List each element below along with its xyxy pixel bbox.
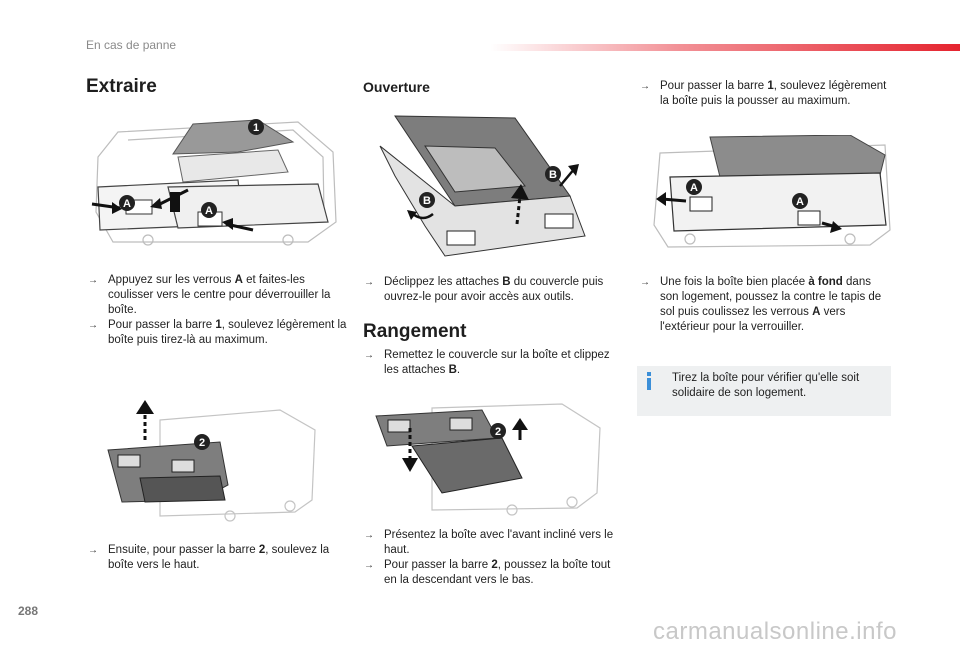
page-number: 288 xyxy=(18,604,39,618)
instructions-extraire: → Appuyez sur les verrous A et faites-les… xyxy=(88,273,348,348)
instructions-col3: → Pour passer la barre 1, soulevez légère… xyxy=(640,79,890,109)
lock-label-a-right-2: A xyxy=(796,196,804,208)
illustration-verrouillage: A A xyxy=(653,135,891,248)
lock-label-a-left: A xyxy=(123,198,131,210)
lock-label-a-right: A xyxy=(205,205,213,217)
bullet-item: → Pour passer la barre 2, poussez la boît… xyxy=(364,558,624,588)
arrow-bullet-icon: → xyxy=(364,277,374,288)
instructions-col3-2: → Une fois la boîte bien placée à fond da… xyxy=(640,275,892,335)
illustration-extraire-step1: A A 1 xyxy=(91,119,337,246)
title-rangement: Rangement xyxy=(363,321,467,342)
bullet-text: Déclippez les attaches B du couvercle pu… xyxy=(384,276,604,303)
bullet-text: Pour passer la barre 1, soulevez légèrem… xyxy=(108,319,347,346)
bullet-text: Remettez le couvercle sur la boîte et cl… xyxy=(384,349,610,376)
bullet-text: Une fois la boîte bien placée à fond dan… xyxy=(660,276,882,333)
bullet-text: Appuyez sur les verrous A et faites-les … xyxy=(108,274,331,316)
bullet-text: Ensuite, pour passer la barre 2, souleve… xyxy=(108,544,330,571)
bar-label-2-rangement: 2 xyxy=(495,426,501,438)
arrow-bullet-icon: → xyxy=(364,350,374,361)
bullet-item: → Ensuite, pour passer la barre 2, soulev… xyxy=(88,543,348,573)
bullet-item: → Remettez le couvercle sur la boîte et c… xyxy=(364,348,624,378)
header-accent-bar xyxy=(490,44,960,51)
arrow-bullet-icon: → xyxy=(640,81,650,92)
instructions-rangement-2: → Présentez la boîte avec l'avant incliné… xyxy=(364,528,624,588)
arrow-bullet-icon: → xyxy=(640,277,650,288)
arrow-bullet-icon: → xyxy=(364,560,374,571)
clip-label-b-right: B xyxy=(549,169,557,181)
info-icon xyxy=(647,372,651,390)
instructions-extraire-2: → Ensuite, pour passer la barre 2, soulev… xyxy=(88,543,348,573)
bullet-item: → Appuyez sur les verrous A et faites-les… xyxy=(88,273,348,318)
bullet-text: Pour passer la barre 2, poussez la boîte… xyxy=(384,559,611,586)
illustration-ouverture: B B xyxy=(379,115,586,257)
bullet-item: → Déclippez les attaches B du couvercle p… xyxy=(364,275,624,305)
title-ouverture: Ouverture xyxy=(363,79,430,95)
bullet-text: Présentez la boîte avec l'avant incliné … xyxy=(384,529,614,556)
instructions-rangement: → Remettez le couvercle sur la boîte et c… xyxy=(364,348,624,378)
bullet-text: Pour passer la barre 1, soulevez légèrem… xyxy=(660,80,887,107)
watermark: carmanualsonline.info xyxy=(653,618,897,645)
illustration-extraire-step2: 2 xyxy=(107,400,316,522)
bar-label-2: 2 xyxy=(199,437,205,449)
arrow-bullet-icon: → xyxy=(88,320,98,331)
info-box xyxy=(637,366,891,416)
arrow-bullet-icon: → xyxy=(364,530,374,541)
illustration-rangement: 2 xyxy=(375,403,601,516)
lock-label-a-left-2: A xyxy=(690,182,698,194)
bullet-item: → Pour passer la barre 1, soulevez légère… xyxy=(88,318,348,348)
clip-label-b-left: B xyxy=(423,195,431,207)
bullet-item: → Présentez la boîte avec l'avant incliné… xyxy=(364,528,624,558)
arrow-bullet-icon: → xyxy=(88,545,98,556)
bar-label-1: 1 xyxy=(253,122,259,134)
section-header: En cas de panne xyxy=(86,38,177,52)
instructions-ouverture: → Déclippez les attaches B du couvercle p… xyxy=(364,275,624,305)
info-text: Tirez la boîte pour vérifier qu'elle soi… xyxy=(672,372,860,399)
arrow-bullet-icon: → xyxy=(88,275,98,286)
bullet-item: → Pour passer la barre 1, soulevez légère… xyxy=(640,79,890,109)
title-extraire: Extraire xyxy=(86,76,157,97)
bullet-item: → Une fois la boîte bien placée à fond da… xyxy=(640,275,892,335)
